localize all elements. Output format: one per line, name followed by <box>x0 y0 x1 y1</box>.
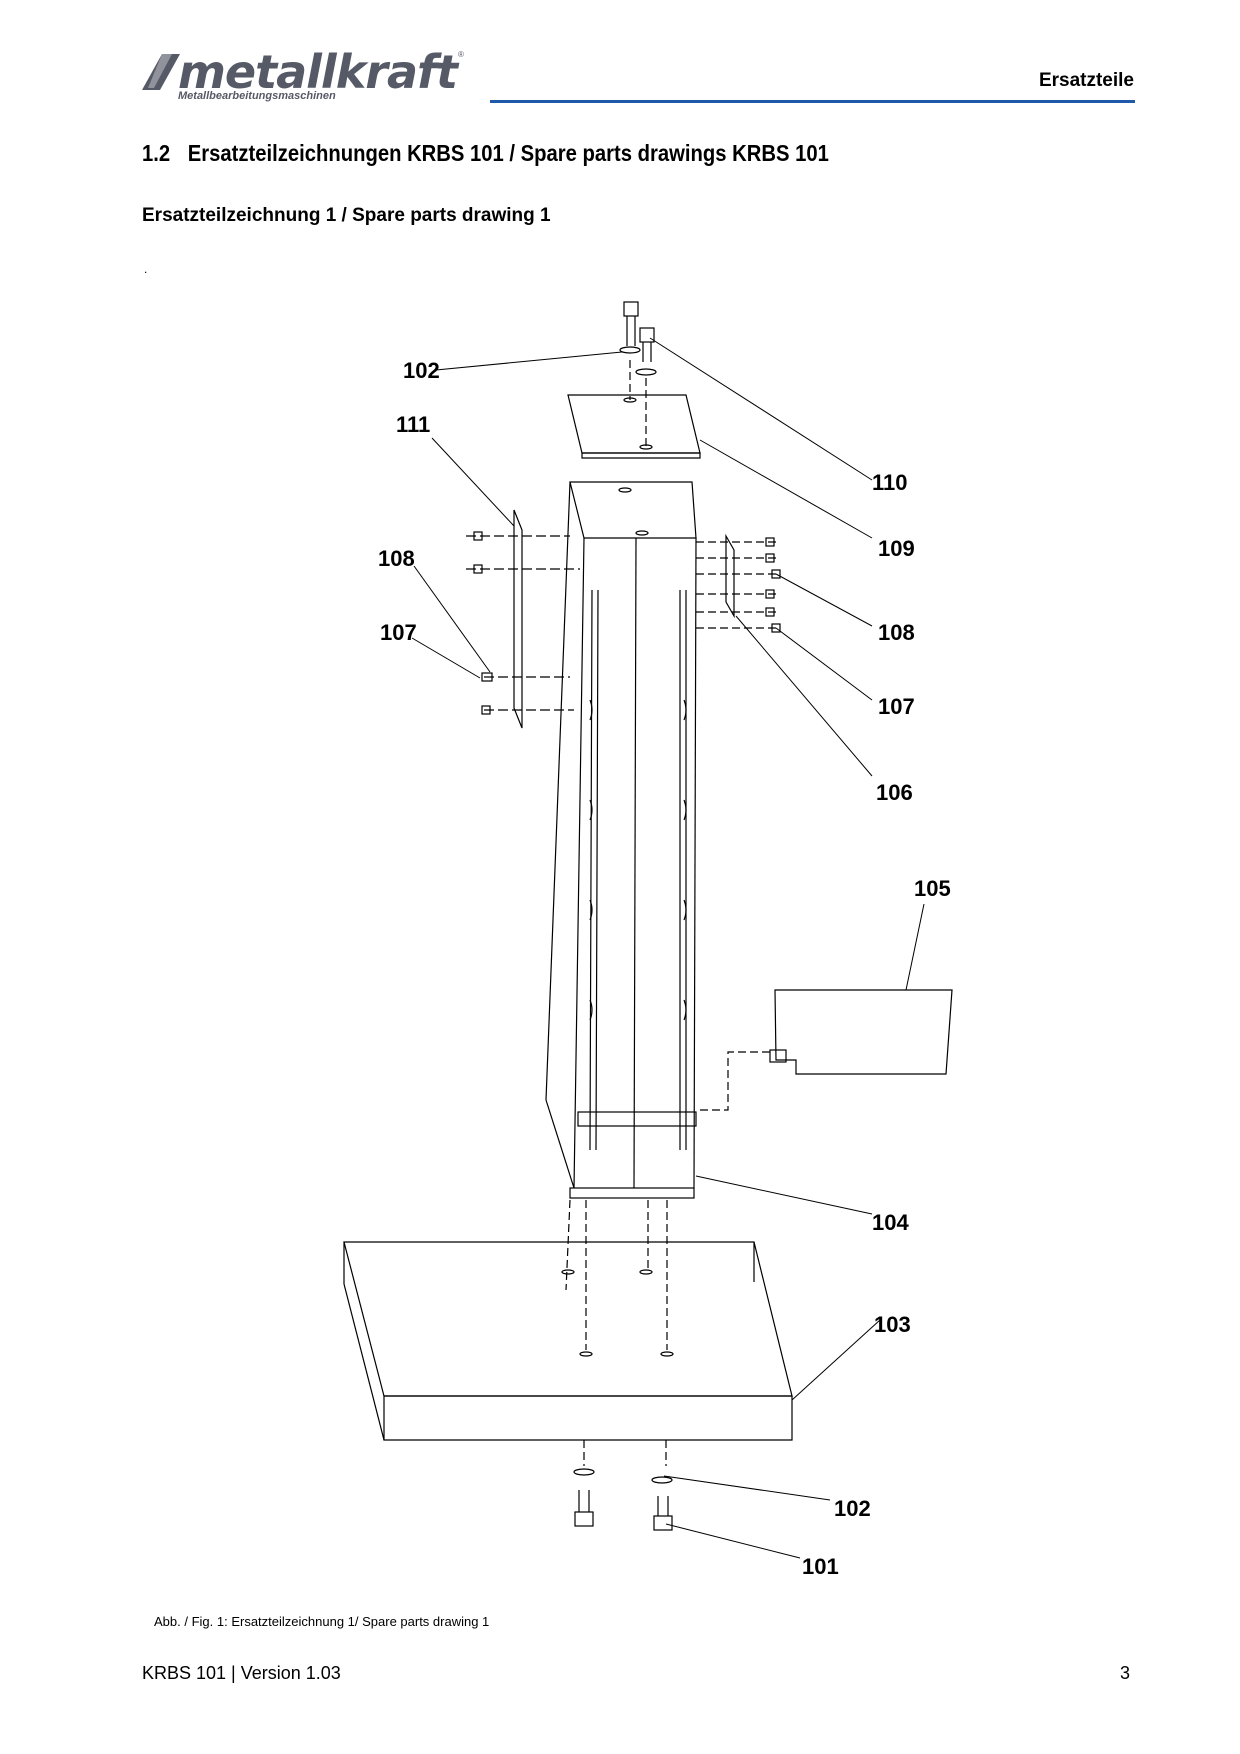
label-104: 104 <box>872 1210 909 1235</box>
label-103: 103 <box>874 1312 911 1337</box>
leader-lines <box>411 337 925 1559</box>
logo-wordmark: metallkraft <box>178 45 458 99</box>
header-section-title: Ersatzteile <box>1038 70 1134 91</box>
footer-document-version: KRBS 101 | Version 1.03 <box>142 1663 341 1683</box>
top-plate <box>567 394 701 459</box>
stray-mark: . <box>144 262 148 276</box>
top-bolts <box>619 301 657 450</box>
section-heading: 1.2 Ersatzteilzeichnungen KRBS 101 / Spar… <box>142 140 829 167</box>
logo-subtitle: Metallbearbeitungsmaschinen <box>178 90 336 102</box>
label-107-left: 107 <box>380 620 417 645</box>
logo-mark-icon <box>142 54 180 90</box>
registered-mark: ® <box>458 50 464 59</box>
label-111: 111 <box>396 412 430 437</box>
callout-labels: 102 110 111 109 108 107 108 107 106 105 … <box>378 358 951 1579</box>
figure-caption: Abb. / Fig. 1: Ersatzteilzeichnung 1/ Sp… <box>154 1614 490 1629</box>
section-title: Ersatzteilzeichnungen KRBS 101 / Spare p… <box>187 140 829 166</box>
label-108-left: 108 <box>378 546 415 571</box>
label-105: 105 <box>914 876 951 901</box>
right-side-plate <box>696 533 781 633</box>
metallkraft-logo: metallkraft ® Metallbearbeitungsmaschine… <box>140 46 470 106</box>
bottom-bolts <box>573 1468 673 1531</box>
left-side-plate <box>466 509 580 729</box>
drawing-subheading: Ersatzteilzeichnung 1 / Spare parts draw… <box>142 205 551 226</box>
header-rule <box>490 100 1135 103</box>
motor-box <box>696 989 953 1111</box>
label-106: 106 <box>876 780 913 805</box>
spare-parts-drawing: 102 110 111 109 108 107 108 107 106 105 … <box>343 301 953 1579</box>
footer-page-number: 3 <box>1119 1663 1130 1683</box>
label-107-right: 107 <box>878 694 915 719</box>
label-108-right: 108 <box>878 620 915 645</box>
section-number: 1.2 <box>142 140 171 166</box>
label-110: 110 <box>872 470 908 495</box>
column <box>545 481 697 1291</box>
label-102-bottom: 102 <box>834 1496 871 1521</box>
label-101: 101 <box>802 1554 839 1579</box>
base-plate <box>343 1200 793 1466</box>
label-109: 109 <box>878 536 915 561</box>
label-102-top: 102 <box>403 358 440 383</box>
